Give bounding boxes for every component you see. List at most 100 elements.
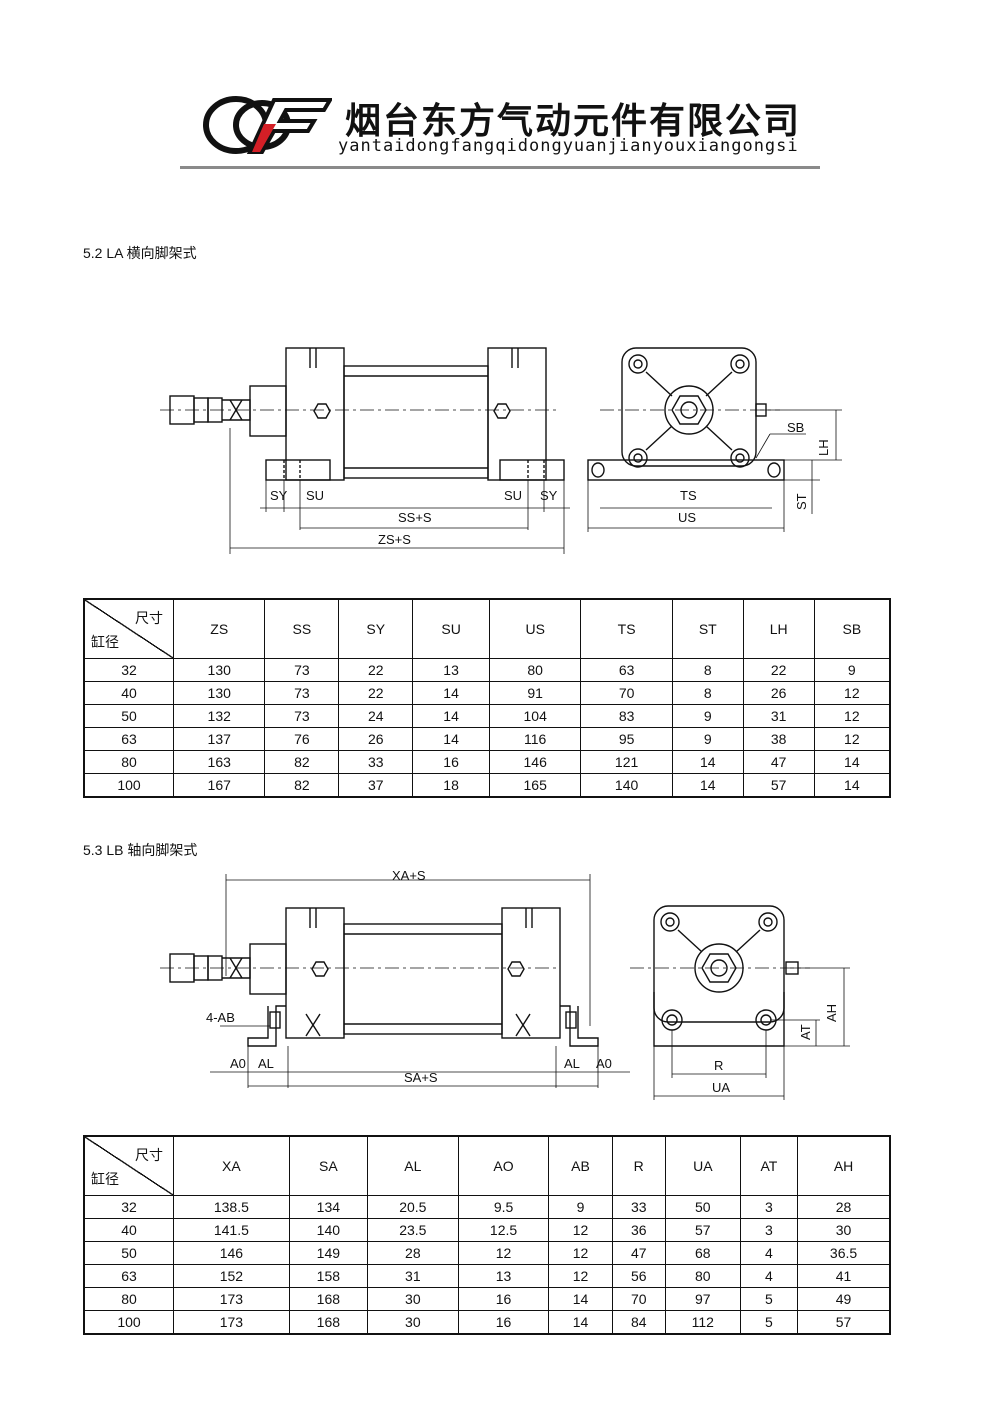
dim-ao-left: A0 bbox=[230, 1056, 246, 1071]
table-cell: 82 bbox=[264, 773, 340, 798]
table-cell: 14 bbox=[548, 1287, 613, 1311]
table-cell: 5 bbox=[739, 1287, 799, 1311]
dim-ts: TS bbox=[680, 488, 697, 503]
table-cell: 9 bbox=[813, 658, 891, 682]
table-cell: 12 bbox=[813, 704, 891, 728]
table-cell: 165 bbox=[488, 773, 582, 798]
column-header: ST bbox=[671, 598, 744, 659]
company-name-cn: 烟台东方气动元件有限公司 bbox=[345, 101, 802, 142]
table-cell: 9.5 bbox=[457, 1195, 550, 1219]
column-header: SB bbox=[813, 598, 891, 659]
column-header: SU bbox=[412, 598, 490, 659]
column-header: AL bbox=[366, 1135, 459, 1196]
table-cell: 12.5 bbox=[457, 1218, 550, 1242]
table-cell: 82 bbox=[264, 750, 340, 774]
table-cell: 13 bbox=[412, 658, 490, 682]
la-end-view: TS US SB LH ST bbox=[587, 347, 842, 532]
lb-end-view: R UA AH AT bbox=[630, 905, 850, 1100]
column-header: LH bbox=[742, 598, 815, 659]
company-name-pinyin: yantaidongfangqidongyuanjianyouxiangongs… bbox=[338, 136, 799, 156]
table-cell: 4 bbox=[739, 1264, 799, 1288]
dim-r: R bbox=[714, 1058, 723, 1073]
table-cell: 24 bbox=[338, 704, 414, 728]
table-cell: 138.5 bbox=[173, 1195, 290, 1219]
dim-sy-right: SY bbox=[540, 488, 558, 503]
table-cell: 116 bbox=[488, 727, 582, 751]
table-cell: 80 bbox=[488, 658, 582, 682]
dim-ao-right: A0 bbox=[596, 1056, 612, 1071]
table-cell: 140 bbox=[288, 1218, 368, 1242]
table-cell: 23.5 bbox=[366, 1218, 459, 1242]
dim-al-right: AL bbox=[564, 1056, 580, 1071]
table-cell: 28 bbox=[797, 1195, 891, 1219]
table-cell: 33 bbox=[611, 1195, 666, 1219]
dim-su-left: SU bbox=[306, 488, 324, 503]
table-cell: 5 bbox=[739, 1310, 799, 1335]
dim-sy-left: SY bbox=[270, 488, 288, 503]
dim-st: ST bbox=[794, 493, 809, 510]
table-cell: 57 bbox=[797, 1310, 891, 1335]
table-cell: 50 bbox=[664, 1195, 741, 1219]
dim-sa: SA+S bbox=[404, 1070, 438, 1085]
table-cell: 132 bbox=[172, 704, 266, 728]
table-cell: 47 bbox=[611, 1241, 666, 1265]
table-cell: 13 bbox=[457, 1264, 550, 1288]
column-header: US bbox=[488, 598, 582, 659]
bore-cell: 100 bbox=[83, 1310, 174, 1335]
column-header: AB bbox=[548, 1135, 613, 1196]
table-cell: 20.5 bbox=[366, 1195, 459, 1219]
table-cell: 95 bbox=[580, 727, 673, 751]
table-cell: 152 bbox=[173, 1264, 290, 1288]
table-cell: 14 bbox=[813, 773, 891, 798]
table-cell: 12 bbox=[813, 727, 891, 751]
column-header: AO bbox=[457, 1135, 550, 1196]
bore-cell: 80 bbox=[83, 750, 174, 774]
bore-cell: 50 bbox=[83, 704, 174, 728]
table-cell: 146 bbox=[173, 1241, 290, 1265]
bore-cell: 32 bbox=[83, 658, 174, 682]
dim-su-right: SU bbox=[504, 488, 522, 503]
bore-cell: 50 bbox=[83, 1241, 174, 1265]
table-cell: 14 bbox=[412, 681, 490, 705]
table-cell: 31 bbox=[366, 1264, 459, 1288]
bore-cell: 63 bbox=[83, 1264, 174, 1288]
table-cell: 80 bbox=[664, 1264, 741, 1288]
corner-label-bore: 缸径 bbox=[91, 634, 119, 650]
table-cell: 134 bbox=[288, 1195, 368, 1219]
column-header: AH bbox=[797, 1135, 891, 1196]
table-cell: 30 bbox=[366, 1310, 459, 1335]
table-cell: 137 bbox=[172, 727, 266, 751]
table-cell: 9 bbox=[671, 727, 744, 751]
table-cell: 173 bbox=[173, 1310, 290, 1335]
table-cell: 167 bbox=[172, 773, 266, 798]
bore-cell: 100 bbox=[83, 773, 174, 798]
column-header: XA bbox=[173, 1135, 290, 1196]
table-cell: 8 bbox=[671, 681, 744, 705]
table-cell: 12 bbox=[457, 1241, 550, 1265]
table-cell: 163 bbox=[172, 750, 266, 774]
table-cell: 26 bbox=[742, 681, 815, 705]
column-header: UA bbox=[664, 1135, 741, 1196]
bore-cell: 40 bbox=[83, 1218, 174, 1242]
table-cell: 31 bbox=[742, 704, 815, 728]
dim-us: US bbox=[678, 510, 696, 525]
column-header: AT bbox=[739, 1135, 799, 1196]
table-cell: 14 bbox=[671, 773, 744, 798]
drawing-la: SY SU SU SY SS+S ZS+S bbox=[160, 338, 860, 558]
table-cell: 28 bbox=[366, 1241, 459, 1265]
table-cell: 37 bbox=[338, 773, 414, 798]
table-cell: 14 bbox=[412, 727, 490, 751]
corner-label-bore: 缸径 bbox=[91, 1171, 119, 1187]
table-cell: 83 bbox=[580, 704, 673, 728]
table-cell: 104 bbox=[488, 704, 582, 728]
table-cell: 9 bbox=[671, 704, 744, 728]
corner-label-dimension: 尺寸 bbox=[135, 610, 163, 626]
